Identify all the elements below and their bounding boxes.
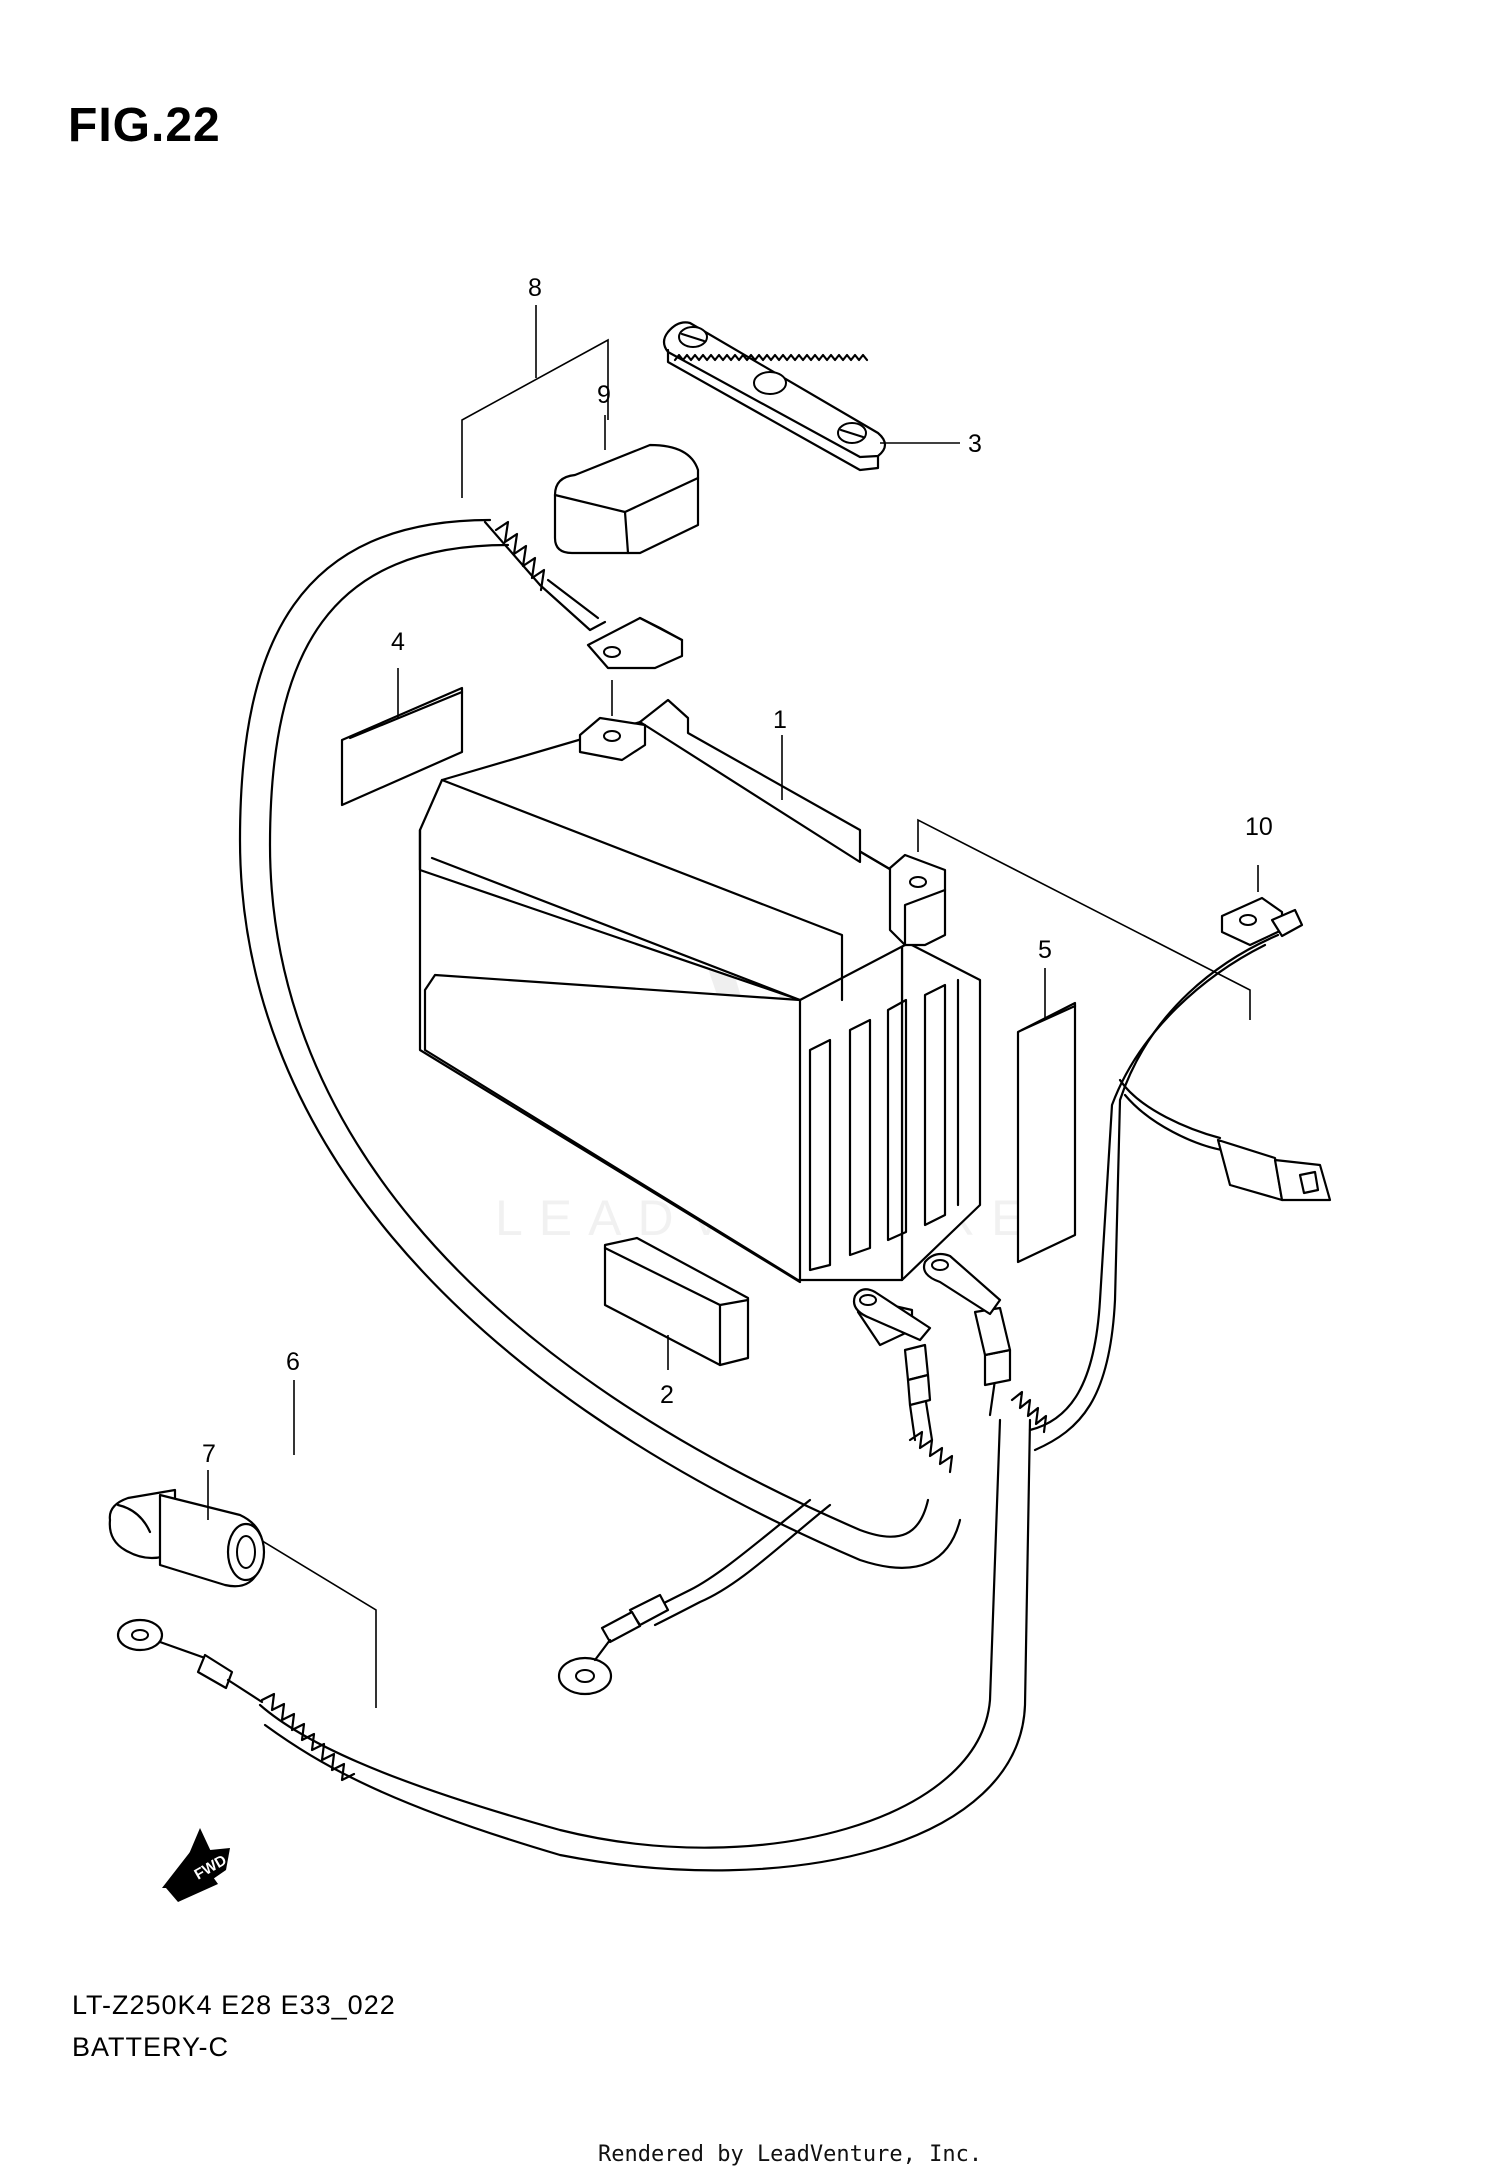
callout-8: 8 — [528, 274, 542, 302]
battery-cable-8 — [238, 518, 962, 1569]
battery-cover-3 — [662, 321, 887, 472]
callout-9: 9 — [597, 381, 611, 409]
callout-1: 1 — [773, 706, 787, 734]
wiring-harness-10 — [1028, 896, 1332, 1452]
forward-arrow-icon: FWD — [162, 1828, 230, 1902]
battery — [418, 698, 982, 1284]
callout-2: 2 — [660, 1381, 674, 1409]
battery-cell-ribs — [808, 978, 960, 1272]
figure-title: FIG.22 — [68, 99, 221, 152]
ground-cable — [557, 1498, 832, 1696]
callout-3: 3 — [968, 430, 982, 458]
footer-credit: Rendered by LeadVenture, Inc. — [598, 2142, 983, 2167]
callout-10: 10 — [1245, 813, 1273, 841]
callout-4: 4 — [391, 628, 405, 656]
diagram-name: BATTERY-C — [72, 2032, 230, 2062]
battery-cable-8-lower-end — [852, 1288, 954, 1474]
spring-sleeve — [483, 520, 607, 632]
pad-5 — [1016, 1001, 1077, 1264]
model-code: LT-Z250K4 E28 E33_022 — [72, 1990, 396, 2020]
battery-cable-6 — [116, 1252, 1048, 1872]
callout-7: 7 — [202, 1440, 216, 1468]
callout-6: 6 — [286, 1348, 300, 1376]
pad-2 — [603, 1236, 750, 1367]
terminal-boot-7 — [108, 1488, 266, 1588]
pad-4 — [340, 686, 464, 807]
terminal-cap-9 — [553, 443, 700, 555]
callout-5: 5 — [1038, 936, 1052, 964]
